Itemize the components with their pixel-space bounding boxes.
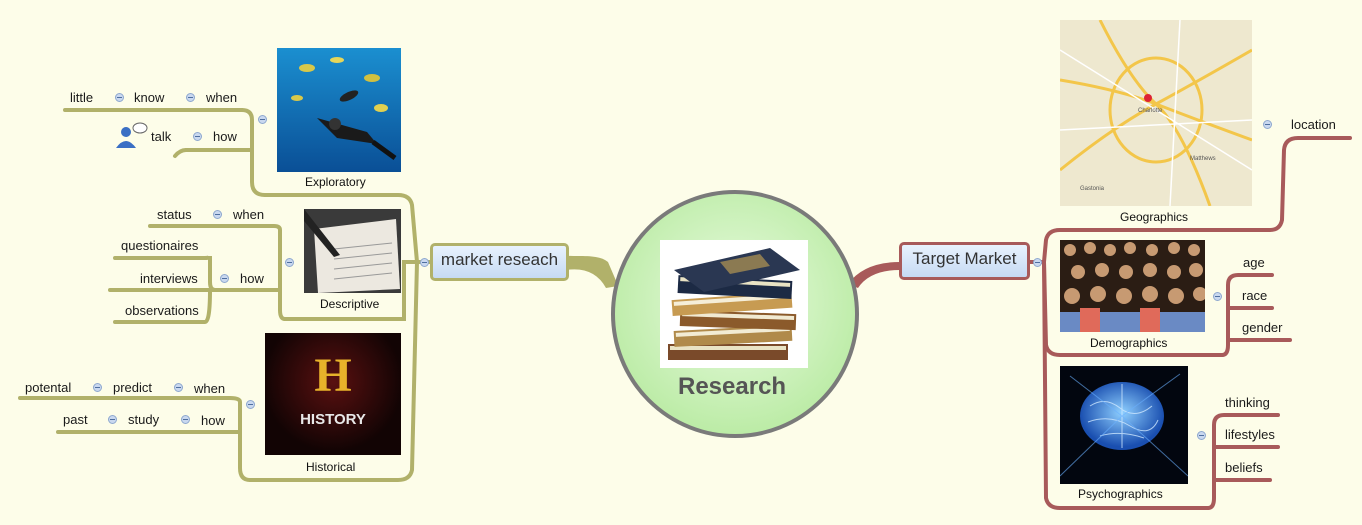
topic-study[interactable]: study [128, 412, 160, 427]
books-image [660, 240, 808, 368]
connector-left-main [566, 255, 620, 290]
collapse-toggle-icon[interactable] [285, 258, 294, 267]
svg-text:Matthews: Matthews [1190, 156, 1216, 162]
collapse-toggle-icon[interactable] [258, 115, 267, 124]
topic-know[interactable]: know [134, 90, 165, 105]
user-chat-icon [116, 122, 148, 148]
topic-age[interactable]: age [1243, 255, 1265, 270]
topic-potental[interactable]: potental [25, 380, 72, 395]
collapse-toggle-icon[interactable] [1033, 258, 1042, 267]
topic-interviews[interactable]: interviews [140, 271, 198, 286]
book-stack-icon [668, 248, 800, 360]
collapse-toggle-icon[interactable] [1213, 292, 1222, 301]
collapse-toggle-icon[interactable] [220, 274, 229, 283]
diver-icon [291, 57, 397, 161]
topic-when[interactable]: when [194, 381, 226, 396]
historical-caption[interactable]: Historical [306, 460, 356, 474]
people-crowd-icon [1060, 242, 1205, 332]
descriptive-caption[interactable]: Descriptive [320, 297, 380, 311]
demographics-caption[interactable]: Demographics [1090, 336, 1168, 350]
topic-observations[interactable]: observations [125, 303, 199, 318]
collapse-toggle-icon[interactable] [186, 93, 195, 102]
topic-how[interactable]: how [201, 413, 225, 428]
collapse-toggle-icon[interactable] [1197, 431, 1206, 440]
topic-little[interactable]: little [70, 90, 94, 105]
writing-pen-image [304, 209, 401, 293]
topic-race[interactable]: race [1242, 288, 1268, 303]
geographics-caption[interactable]: Geographics [1120, 210, 1189, 224]
topic-past[interactable]: past [63, 412, 88, 427]
topic-when[interactable]: when [206, 90, 238, 105]
collapse-toggle-icon[interactable] [246, 400, 255, 409]
topic-thinking[interactable]: thinking [1225, 395, 1270, 410]
target-market-node[interactable]: Target Market [899, 242, 1030, 280]
market-research-node[interactable]: market reseach [430, 243, 569, 281]
scuba-diver-image [277, 48, 401, 172]
collapse-toggle-icon[interactable] [420, 258, 429, 267]
collapse-toggle-icon[interactable] [181, 415, 190, 424]
history-logo-letter: H [314, 349, 352, 402]
collapse-toggle-icon[interactable] [193, 132, 202, 141]
collapse-toggle-icon[interactable] [108, 415, 117, 424]
svg-text:Charlotte: Charlotte [1138, 108, 1163, 114]
topic-beliefs[interactable]: beliefs [1225, 460, 1263, 475]
topic-talk[interactable]: talk [151, 129, 172, 144]
history-logo-word: HISTORY [300, 411, 366, 428]
central-topic-title[interactable]: Research [678, 373, 787, 400]
chat-user-image [114, 122, 148, 150]
exploratory-caption[interactable]: Exploratory [305, 175, 366, 189]
topic-gender[interactable]: gender [1242, 320, 1283, 335]
collapse-toggle-icon[interactable] [1263, 120, 1272, 129]
topic-when[interactable]: when [233, 207, 265, 222]
brain-icon [1060, 373, 1188, 477]
svg-text:Gastonia: Gastonia [1080, 186, 1105, 192]
crowd-image [1060, 240, 1205, 332]
topic-location[interactable]: location [1291, 117, 1336, 132]
connector-right-main [848, 262, 900, 288]
collapse-toggle-icon[interactable] [115, 93, 124, 102]
topic-lifestyles[interactable]: lifestyles [1225, 427, 1275, 442]
history-logo-image: H HISTORY [265, 333, 401, 455]
collapse-toggle-icon[interactable] [93, 383, 102, 392]
psychographics-caption[interactable]: Psychographics [1078, 487, 1163, 501]
topic-status[interactable]: status [157, 207, 192, 222]
collapse-toggle-icon[interactable] [213, 210, 222, 219]
topic-how[interactable]: how [240, 271, 264, 286]
topic-questionaires[interactable]: questionaires [121, 238, 199, 253]
pen-paper-icon [304, 209, 400, 293]
brain-image [1060, 366, 1188, 484]
topic-predict[interactable]: predict [113, 380, 153, 395]
collapse-toggle-icon[interactable] [174, 383, 183, 392]
topic-how[interactable]: how [213, 129, 237, 144]
